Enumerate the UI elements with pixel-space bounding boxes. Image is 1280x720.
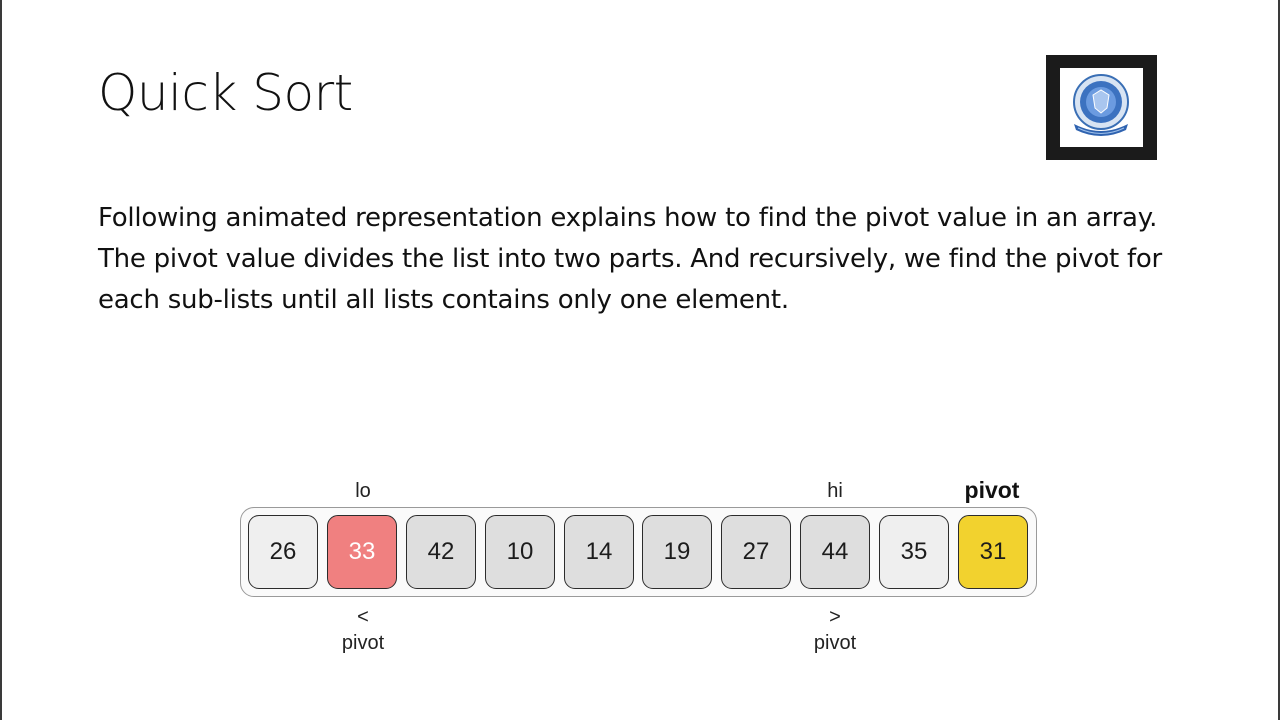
array-cell: 42 [406,515,476,589]
slide-title: Quick Sort [98,64,353,122]
lo-note-text: pivot [341,632,385,654]
array-cell: 33 [327,515,397,589]
array-cell: 14 [564,515,634,589]
body-line: each sub-lists until all lists contains … [98,285,789,315]
body-line: Following animated representation explai… [98,203,1158,233]
lo-note: < pivot [323,604,403,656]
array-cell: 44 [800,515,870,589]
array-cell: 19 [642,515,712,589]
hi-note-text: pivot [813,632,857,654]
less-than-symbol: < [357,606,369,628]
slide-body: Following animated representation explai… [98,198,1198,321]
pivot-label: pivot [964,477,1020,503]
array-cell: 35 [879,515,949,589]
array-cell: 31 [958,515,1028,589]
greater-than-symbol: > [829,606,841,628]
array-cell: 27 [721,515,791,589]
array-cell: 26 [248,515,318,589]
hi-note: > pivot [795,604,875,656]
array-cell: 10 [485,515,555,589]
hi-label: hi [827,480,843,502]
institution-logo [1046,55,1157,160]
emblem-icon [1073,74,1129,136]
lo-label: lo [355,480,371,502]
body-line: The pivot value divides the list into tw… [98,244,1162,274]
logo-frame [1060,68,1143,147]
